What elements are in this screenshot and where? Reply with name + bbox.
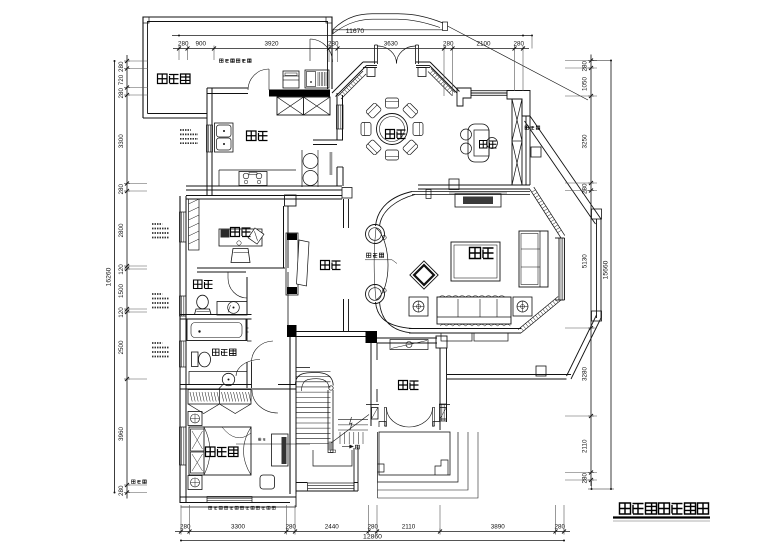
svg-text:3920: 3920 [264,41,279,48]
svg-text:900: 900 [195,41,206,48]
svg-text:2500: 2500 [118,340,125,355]
svg-text:3280: 3280 [582,367,589,382]
svg-text:720: 720 [118,74,125,85]
svg-text:1500: 1500 [118,284,125,299]
svg-text:280: 280 [118,184,125,195]
svg-text:3300: 3300 [118,134,125,149]
svg-text:16260: 16260 [106,267,113,286]
svg-text:280: 280 [513,41,524,48]
svg-text:3300: 3300 [231,524,246,531]
svg-text:2110: 2110 [582,439,589,453]
svg-text:120: 120 [118,307,125,318]
svg-text:2440: 2440 [325,524,340,531]
svg-text:280: 280 [582,183,589,194]
svg-text:2800: 2800 [118,223,125,238]
svg-text:280: 280 [582,61,589,72]
svg-text:280: 280 [180,524,191,531]
svg-text:280: 280 [118,485,125,496]
svg-text:280: 280 [328,41,339,48]
svg-text:3630: 3630 [384,41,399,48]
svg-text:12860: 12860 [363,534,382,541]
svg-text:3250: 3250 [582,134,589,149]
svg-text:3960: 3960 [118,427,125,442]
svg-text:3890: 3890 [491,524,506,531]
svg-text:2100: 2100 [476,41,491,48]
svg-text:1050: 1050 [582,77,589,92]
svg-text:280: 280 [118,61,125,72]
svg-text:280: 280 [178,41,189,48]
svg-text:120: 120 [118,264,125,275]
svg-text:280: 280 [582,473,589,484]
svg-text:15660: 15660 [603,260,610,279]
svg-text:280: 280 [554,524,565,531]
svg-text:280: 280 [285,524,296,531]
svg-text:280: 280 [367,524,378,531]
svg-text:280: 280 [443,41,454,48]
svg-text:5130: 5130 [582,254,589,269]
svg-text:280: 280 [118,88,125,99]
svg-text:11670: 11670 [346,28,365,35]
svg-text:2110: 2110 [402,524,416,531]
